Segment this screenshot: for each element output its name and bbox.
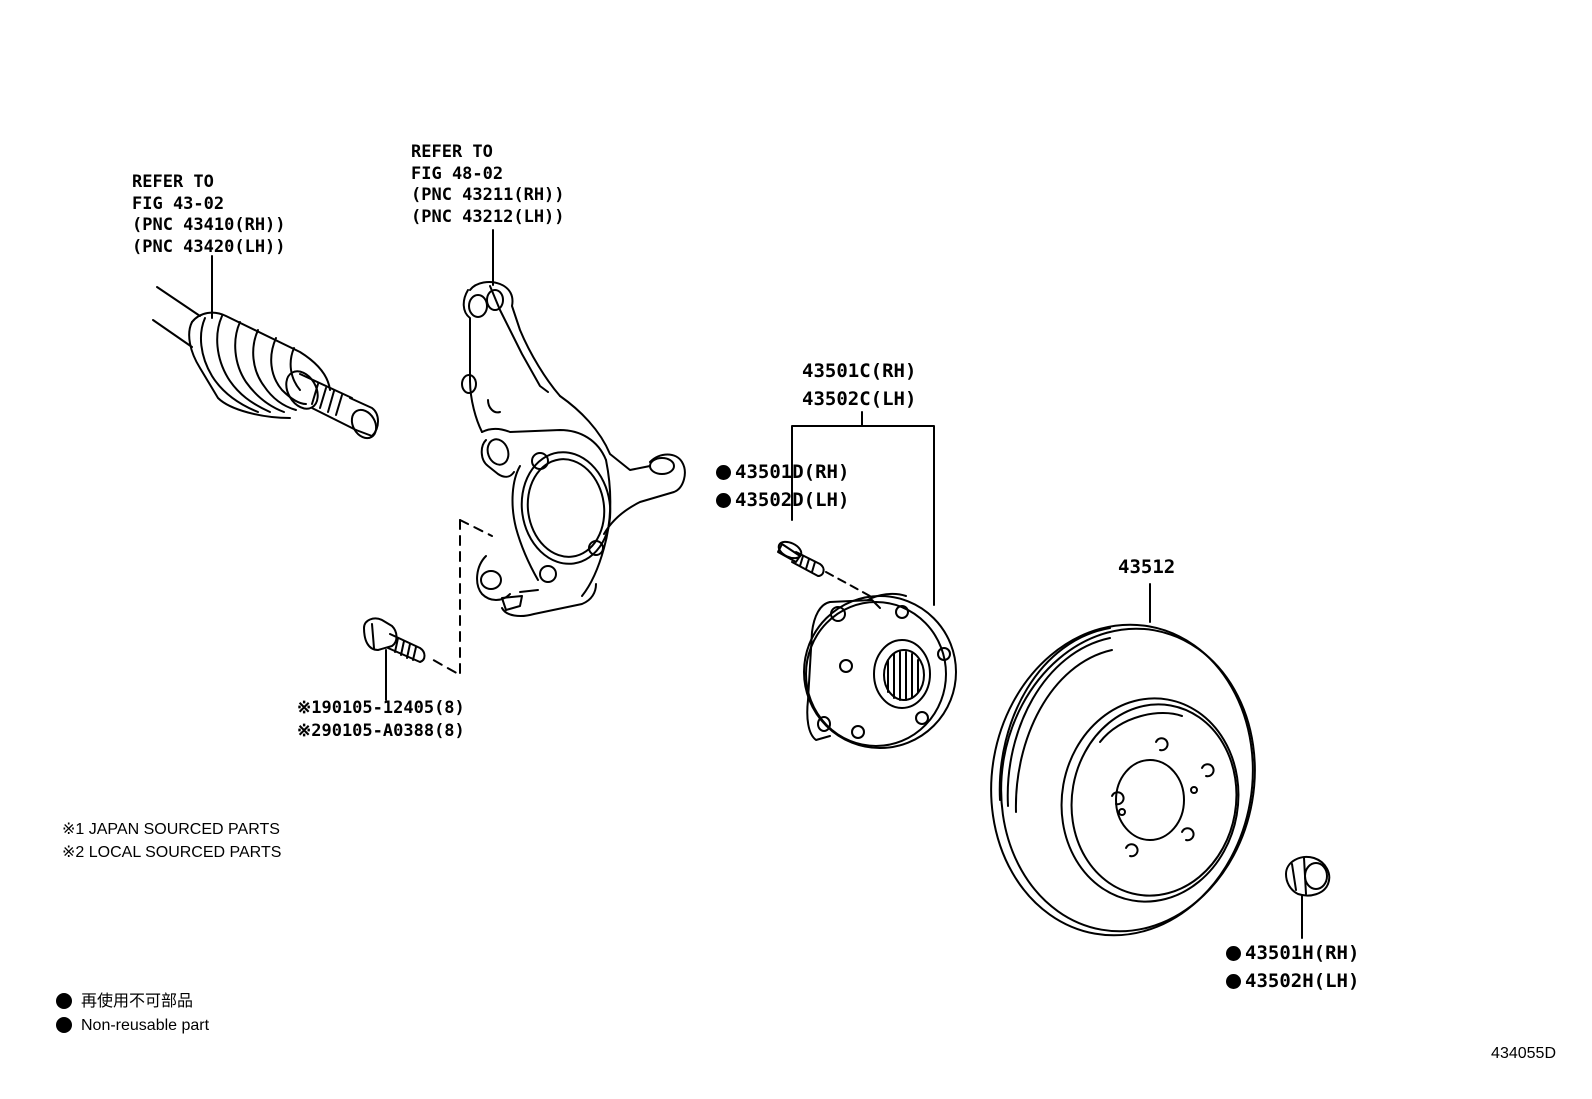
knuckle-ref-line: (PNC 43211(RH)) bbox=[411, 185, 565, 205]
sourcing-note: ※2 LOCAL SOURCED PARTS bbox=[62, 844, 282, 861]
knuckle-ref-line: (PNC 43212(LH)) bbox=[411, 206, 565, 227]
hub-bolt bbox=[777, 540, 871, 597]
disc-callout: 43512 bbox=[1118, 553, 1175, 581]
legend-jp: 再使用不可部品 bbox=[81, 993, 194, 1010]
part-number: ※290105-A0388(8) bbox=[297, 721, 465, 741]
knuckle-bolt-callout: ※190105-12405(8) ※290105-A0388(8) bbox=[297, 697, 465, 743]
sourcing-notes: ※1 JAPAN SOURCED PARTS ※2 LOCAL SOURCED … bbox=[62, 818, 281, 864]
legend: 再使用不可部品 Non-reusable part bbox=[56, 990, 209, 1038]
part-number: 43501D(RH) bbox=[735, 461, 850, 483]
driveshaft-ref-line: FIG 43-02 bbox=[132, 193, 225, 214]
non-reusable-marker bbox=[716, 493, 731, 508]
driveshaft-ref-line: (PNC 43410(RH)) bbox=[132, 215, 286, 235]
non-reusable-marker bbox=[1226, 974, 1241, 989]
part-number: 43501H(RH) bbox=[1245, 942, 1360, 964]
legend-en: Non-reusable part bbox=[81, 1017, 210, 1034]
part-number: 43512 bbox=[1118, 556, 1176, 578]
part-number: ※190105-12405(8) bbox=[297, 698, 465, 718]
hub-nut-callout: 43501H(RH) 43502H(LH) bbox=[1226, 939, 1359, 995]
non-reusable-marker bbox=[56, 1017, 72, 1033]
bolt-install-path bbox=[427, 519, 461, 676]
steering-knuckle bbox=[461, 229, 686, 617]
disc-rotor bbox=[990, 583, 1256, 937]
non-reusable-marker bbox=[56, 993, 72, 1009]
knuckle-ref-line: REFER TO bbox=[411, 142, 493, 162]
drive-shaft bbox=[152, 255, 379, 440]
knuckle-bolt bbox=[363, 617, 426, 701]
part-number: 43502C(LH) bbox=[802, 388, 917, 410]
driveshaft-ref-line: (PNC 43420(LH)) bbox=[132, 236, 286, 257]
part-number: 43502H(LH) bbox=[1245, 970, 1360, 992]
hub-nut bbox=[1285, 856, 1331, 939]
part-number: 43501C(RH) bbox=[802, 360, 917, 382]
driveshaft-ref-line: REFER TO bbox=[132, 172, 214, 192]
hub-bearing-callout: 43501C(RH) 43502C(LH) bbox=[802, 357, 916, 413]
part-number: 43502D(LH) bbox=[735, 489, 850, 511]
knuckle-ref-line: FIG 48-02 bbox=[411, 163, 504, 184]
non-reusable-marker bbox=[1226, 946, 1241, 961]
knuckle-ref-callout: REFER TO FIG 48-02 (PNC 43211(RH)) (PNC … bbox=[411, 142, 565, 228]
sourcing-note: ※1 JAPAN SOURCED PARTS bbox=[62, 821, 280, 838]
hub-bolt-callout: 43501D(RH) 43502D(LH) bbox=[716, 458, 849, 514]
non-reusable-marker bbox=[716, 465, 731, 480]
hub-bearing-assy bbox=[791, 411, 957, 749]
driveshaft-ref-callout: REFER TO FIG 43-02 (PNC 43410(RH)) (PNC … bbox=[132, 172, 286, 258]
figure-number: 434055D bbox=[1491, 1045, 1556, 1062]
